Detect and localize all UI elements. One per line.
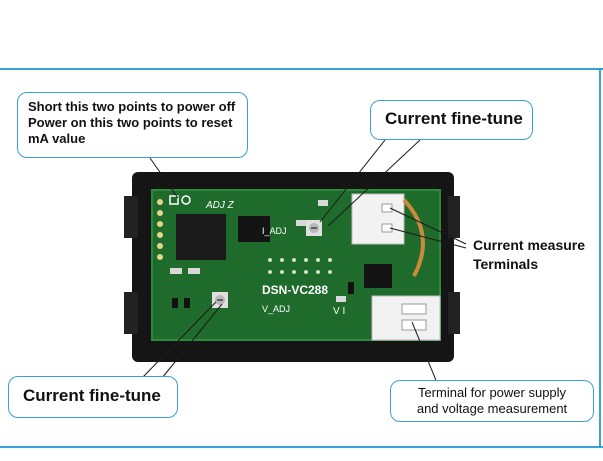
callout-power-supply-line1: Terminal for power supply (417, 385, 567, 400)
leader-power-terminal (411, 321, 441, 391)
silk-v-adj: V_ADJ (262, 304, 290, 314)
top-divider (0, 68, 603, 70)
callout-power-reset-line2: Power on this two points to reset (28, 115, 233, 130)
silk-adj: ADJ Z (205, 200, 235, 211)
current-terminal-connector (351, 193, 405, 245)
right-divider (599, 68, 601, 448)
leader-current-terminal-2 (389, 227, 467, 249)
silk-i-adj: I_ADJ (262, 226, 287, 236)
label-current-measure-line2: Terminals (473, 256, 539, 272)
silk-model: DSN-VC288 (262, 283, 328, 297)
pin-header (157, 199, 163, 260)
label-current-measure-line1: Current measure (473, 237, 586, 253)
leader-current-terminal-1 (389, 207, 467, 245)
current-trimmer-top (306, 220, 322, 236)
callout-current-fine-tune-bottom-text: Current fine-tune (23, 386, 161, 405)
callout-current-fine-tune-bottom: Current fine-tune (8, 376, 178, 418)
leader-fine-tune-bottom (141, 301, 217, 379)
callout-power-reset-line3: mA value (28, 131, 86, 146)
main-chip (176, 214, 226, 260)
callout-power-reset: Short this two points to power off Power… (17, 92, 248, 158)
callout-power-reset-line1: Short this two points to power off (28, 99, 236, 114)
leader-fine-tune-top (319, 139, 386, 223)
callout-current-fine-tune-top-text: Current fine-tune (385, 109, 523, 128)
leader-power-reset (149, 157, 179, 199)
bottom-divider (0, 446, 603, 448)
label-current-measure: Current measure Terminals (473, 236, 585, 274)
leader-fine-tune-bottom-2 (161, 303, 223, 379)
callout-current-fine-tune-top: Current fine-tune (370, 100, 533, 140)
shunt-wire (402, 198, 425, 277)
callout-power-supply-line2: and voltage measurement (416, 401, 568, 416)
current-trimmer-bottom (212, 292, 228, 308)
power-terminal-connector (371, 295, 441, 341)
silk-vi: V I (333, 306, 345, 317)
callout-power-supply-terminal: Terminal for power supply and voltage me… (390, 380, 594, 422)
leader-fine-tune-top-2 (327, 139, 421, 227)
